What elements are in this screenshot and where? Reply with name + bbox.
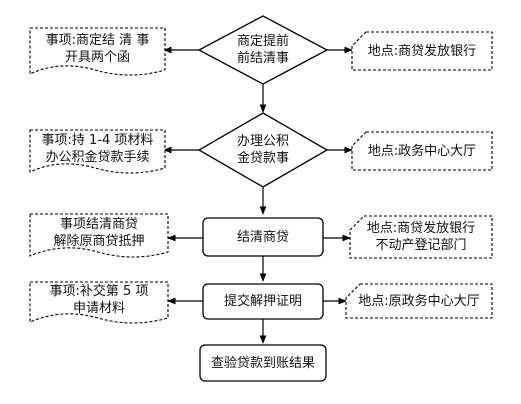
label-line: 事项结清商贷: [59, 217, 138, 232]
place-box: [349, 215, 493, 259]
place-box: [351, 31, 493, 71]
label-line: 查验贷款到账结果: [210, 355, 315, 371]
process-box: [202, 217, 324, 257]
place-box: [345, 283, 493, 319]
step-label: 提交解押证明: [203, 284, 323, 319]
matter-label: 事项:补交第 5 项申请材料: [30, 282, 168, 318]
matter-label: 事项:持 1-4 项材料办公积金贷款手续: [30, 130, 165, 168]
document-box: [29, 129, 166, 174]
decision-diamond: [197, 15, 329, 85]
matter-label: 事项结清商贷解除原商贷抵押: [30, 214, 168, 252]
process-box: [202, 283, 324, 320]
label-line: 提交解押证明: [223, 294, 302, 309]
step-label: 商定提前前结清事: [199, 16, 327, 84]
step-label: 查验贷款到账结果: [200, 345, 326, 381]
document-box: [29, 27, 166, 76]
label-line: 事项:商定结 清 事: [45, 33, 150, 48]
label-line: 解除原商贷抵押: [53, 234, 145, 249]
place-label: 地点:商贷发放银行不动产登记部门: [350, 216, 492, 258]
label-line: 事项:补交第 5 项: [49, 284, 149, 299]
document-box: [29, 281, 169, 324]
matter-label: 事项:商定结 清 事开具两个函: [30, 28, 165, 70]
document-box: [29, 213, 169, 258]
step-label: 办理公积金贷款事: [199, 113, 327, 187]
label-line: 申请材料: [72, 301, 125, 316]
label-line: 地点:商贷发放银行: [366, 221, 476, 236]
label-line: 地点:政务中心大厅: [367, 143, 477, 159]
place-label: 地点:原政务中心大厅: [346, 284, 492, 318]
label-line: 办理公积: [236, 134, 289, 149]
label-line: 事项:持 1-4 项材料: [41, 133, 154, 148]
place-box: [351, 131, 493, 171]
label-line: 开具两个函: [64, 50, 130, 65]
label-line: 办公积金贷款手续: [45, 150, 150, 165]
label-line: 地点:原政务中心大厅: [358, 293, 480, 309]
place-label: 地点:政务中心大厅: [352, 132, 492, 170]
step-label: 结清商贷: [203, 218, 323, 256]
label-line: 地点:商贷发放银行: [367, 43, 477, 59]
label-line: 不动产登记部门: [375, 238, 467, 253]
label-line: 金贷款事: [236, 151, 289, 166]
decision-diamond: [197, 112, 329, 188]
label-line: 商定提前: [236, 34, 289, 49]
label-line: 结清商贷: [236, 229, 289, 245]
label-line: 前结清事: [236, 51, 289, 66]
place-label: 地点:商贷发放银行: [352, 32, 492, 70]
process-box: [199, 344, 327, 382]
